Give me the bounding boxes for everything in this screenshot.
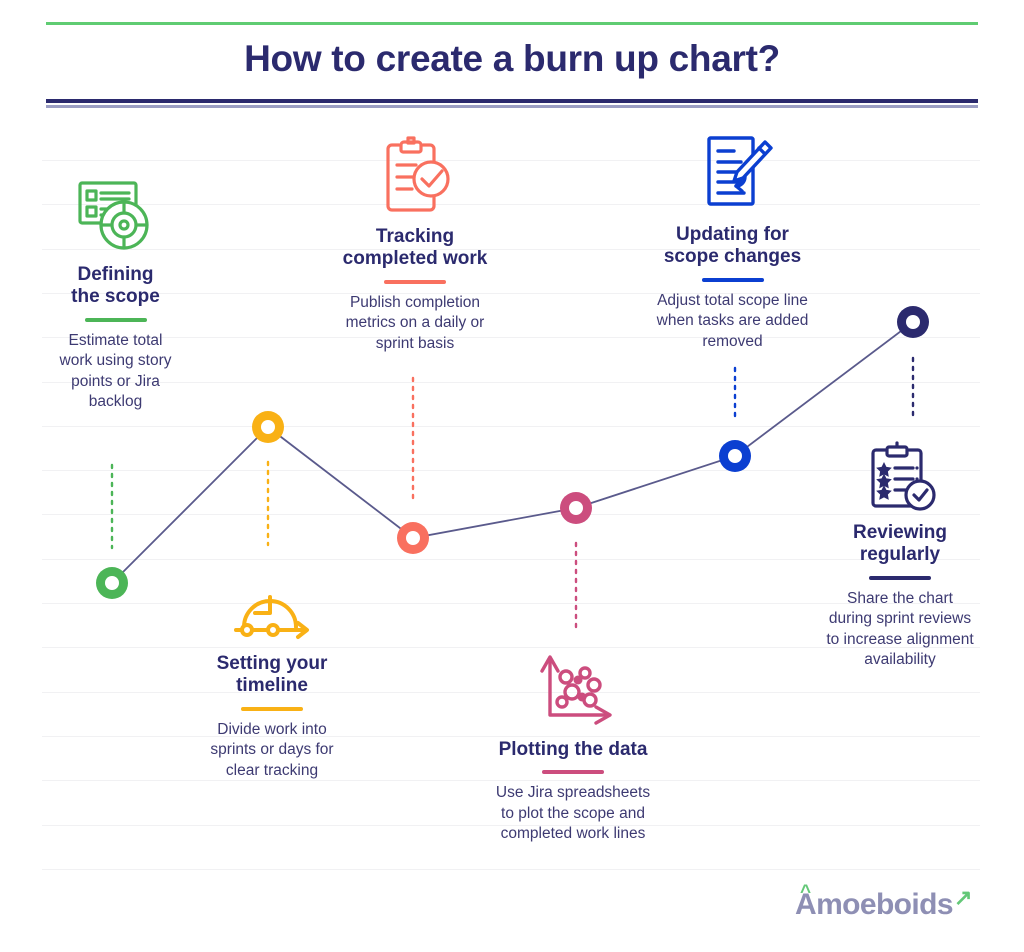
step-body: Publish completion metrics on a daily or… bbox=[345, 293, 485, 352]
logo-wordmark: Amoeboids bbox=[795, 888, 954, 921]
step-body: Share the chart during sprint reviews to… bbox=[826, 589, 974, 669]
gridline bbox=[42, 736, 980, 737]
step-defining-the-scope[interactable]: Defining the scope Estimate total work u… bbox=[18, 178, 213, 413]
step-plotting-the-data[interactable]: Plotting the data Use Jira spreadsheets … bbox=[458, 653, 688, 845]
step-underline bbox=[84, 317, 147, 322]
step-title: Plotting the data bbox=[498, 739, 648, 760]
header-divider-secondary bbox=[46, 105, 978, 108]
document-pencil-icon bbox=[706, 136, 773, 206]
gridline bbox=[42, 869, 980, 870]
step-updating-for-scope-changes[interactable]: Updating for scope changes Adjust total … bbox=[630, 134, 835, 352]
logo-swoosh-icon: ↗ bbox=[953, 885, 972, 910]
gridline bbox=[42, 204, 980, 205]
clipboard-stars-check-icon bbox=[871, 441, 936, 511]
step-body: Use Jira spreadsheets to plot the scope … bbox=[495, 784, 651, 843]
header-top-rule bbox=[46, 22, 978, 25]
step-title: Setting your timeline bbox=[216, 653, 328, 697]
scatter-plot-icon bbox=[540, 655, 612, 725]
step-title: Defining the scope bbox=[71, 264, 160, 308]
gridline bbox=[42, 692, 980, 693]
step-title: Updating for scope changes bbox=[663, 224, 802, 268]
step-underline bbox=[701, 277, 764, 282]
page-title: How to create a burn up chart? bbox=[244, 38, 780, 79]
step-underline bbox=[241, 706, 303, 711]
gridline bbox=[42, 647, 980, 648]
amoeboids-logo[interactable]: ^ Amoeboids ↗ bbox=[795, 882, 972, 922]
step-reviewing-regularly[interactable]: Reviewing regularly Share the chart duri… bbox=[800, 440, 1000, 671]
step-tracking-completed-work[interactable]: Tracking completed work Publish completi… bbox=[320, 136, 510, 354]
clipboard-check-icon bbox=[386, 136, 450, 212]
step-body: Estimate total work using story points o… bbox=[59, 331, 172, 411]
step-title: Tracking completed work bbox=[342, 226, 488, 270]
step-body: Divide work into sprints or days for cle… bbox=[210, 720, 334, 779]
gridline bbox=[42, 780, 980, 781]
scope-target-list-icon bbox=[77, 181, 149, 250]
step-body: Adjust total scope line when tasks are a… bbox=[656, 291, 809, 350]
gridline bbox=[42, 603, 980, 604]
step-underline bbox=[384, 279, 446, 284]
gridline bbox=[42, 160, 980, 161]
gridline bbox=[42, 249, 980, 250]
step-underline bbox=[869, 575, 931, 580]
clock-timeline-icon bbox=[234, 595, 309, 639]
step-title: Reviewing regularly bbox=[853, 522, 947, 566]
gridline bbox=[42, 293, 980, 294]
logo-caret-accent-icon: ^ bbox=[800, 882, 811, 903]
step-underline bbox=[542, 770, 604, 775]
gridline bbox=[42, 426, 980, 427]
step-setting-your-timeline[interactable]: Setting your timeline Divide work into s… bbox=[172, 575, 372, 781]
header-divider-primary bbox=[46, 99, 978, 103]
gridline bbox=[42, 825, 980, 826]
